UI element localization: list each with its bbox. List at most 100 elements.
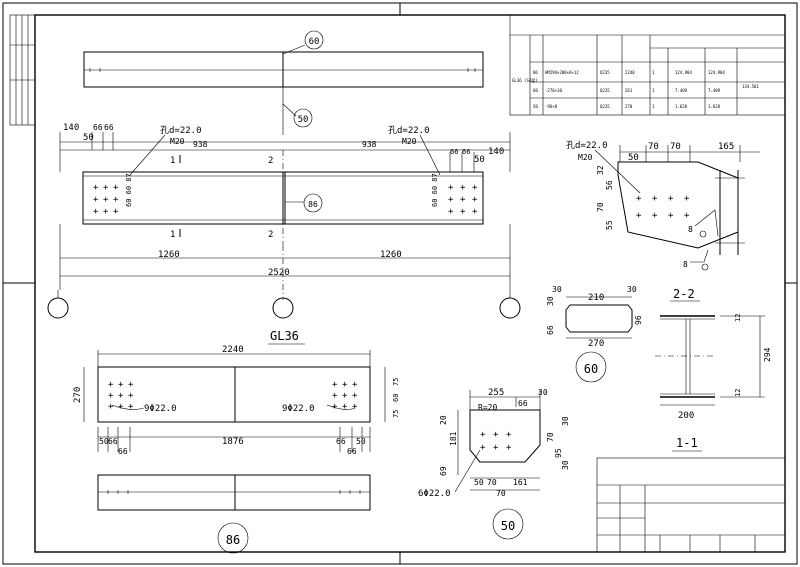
svg-text:+: + xyxy=(636,194,642,204)
svg-text:+: + xyxy=(472,207,478,217)
svg-text:140: 140 xyxy=(488,147,504,157)
svg-text:+: + xyxy=(652,194,658,204)
svg-text:+: + xyxy=(480,443,486,453)
svg-text:+: + xyxy=(108,391,114,401)
svg-text:9Φ22.0: 9Φ22.0 xyxy=(144,404,177,414)
svg-text:2: 2 xyxy=(268,156,273,166)
svg-text:+: + xyxy=(128,402,134,412)
svg-text:+: + xyxy=(352,391,358,401)
svg-text:66: 66 xyxy=(450,148,458,156)
svg-text:+: + xyxy=(472,195,478,205)
top-plan-view: 60 50 xyxy=(83,30,484,135)
svg-text:165: 165 xyxy=(718,142,734,152)
part-tag-60 xyxy=(304,30,324,50)
svg-text:938: 938 xyxy=(193,140,208,149)
svg-text:+: + xyxy=(118,402,124,412)
svg-text:Q235: Q235 xyxy=(600,70,610,75)
svg-text:M20: M20 xyxy=(578,153,593,162)
svg-text:+: + xyxy=(684,211,690,221)
svg-text:+: + xyxy=(472,183,478,193)
svg-text:30: 30 xyxy=(561,460,570,470)
svg-text:255: 255 xyxy=(488,388,504,398)
column-marker xyxy=(272,297,294,319)
svg-text:12: 12 xyxy=(734,314,742,322)
svg-text:+: + xyxy=(636,211,642,221)
svg-text:12: 12 xyxy=(734,389,742,397)
svg-text:1-1: 1-1 xyxy=(676,436,698,450)
svg-text:1: 1 xyxy=(652,104,655,109)
svg-text:R=20: R=20 xyxy=(478,403,497,412)
svg-text:+: + xyxy=(118,391,124,401)
side-connection-detail: 50 70 70 165 32 56 70 55 ++++ ++++ 孔d=22… xyxy=(566,140,760,271)
svg-text:+: + xyxy=(493,443,499,453)
svg-text:32: 32 xyxy=(596,165,605,175)
gl36-plate-view: 2240 270 75 60 75 +++ +++ +++ +++ +++ ++… xyxy=(73,345,400,456)
svg-text:+: + xyxy=(103,195,109,205)
svg-text:70: 70 xyxy=(596,202,605,212)
table-group-label: GL36 (S4梁) xyxy=(512,77,538,83)
svg-text:1: 1 xyxy=(170,156,175,166)
svg-text:1: 1 xyxy=(652,70,655,75)
svg-text:+: + xyxy=(128,380,134,390)
bolt-group-right: +++ +++ +++ xyxy=(448,183,478,217)
svg-text:HM294×200×8×12: HM294×200×8×12 xyxy=(545,70,579,75)
svg-text:270: 270 xyxy=(73,387,83,403)
svg-text:56: 56 xyxy=(605,180,614,190)
part-tag-60 xyxy=(575,351,607,383)
svg-text:270: 270 xyxy=(625,104,633,109)
svg-text:7.409: 7.409 xyxy=(675,88,688,93)
svg-text:30: 30 xyxy=(546,296,555,306)
svg-text:+: + xyxy=(103,207,109,217)
svg-text:+: + xyxy=(668,194,674,204)
part-tag-50 xyxy=(492,508,524,540)
svg-text:60 60 87: 60 60 87 xyxy=(125,173,133,207)
svg-text:50: 50 xyxy=(298,115,309,125)
svg-text:+: + xyxy=(352,402,358,412)
svg-text:+: + xyxy=(128,391,134,401)
svg-text:50: 50 xyxy=(356,437,366,446)
svg-text:9Φ22.0: 9Φ22.0 xyxy=(282,404,315,414)
part-tag-86 xyxy=(217,522,249,554)
svg-text:86: 86 xyxy=(533,70,538,75)
svg-text:Q235: Q235 xyxy=(600,88,610,93)
svg-text:6Φ22.0: 6Φ22.0 xyxy=(418,489,451,499)
svg-text:M20: M20 xyxy=(402,137,417,146)
table-row: 86 HM294×200×8×12 Q235 2240 1 124.904 12… xyxy=(533,70,725,75)
svg-text:1: 1 xyxy=(652,88,655,93)
svg-text:2240: 2240 xyxy=(625,70,635,75)
svg-text:-96×8: -96×8 xyxy=(545,104,558,109)
svg-text:70: 70 xyxy=(546,432,555,442)
material-table: GL36 (S4梁) 86 HM294×200×8×12 Q235 2240 1… xyxy=(509,14,786,116)
svg-text:270: 270 xyxy=(588,339,604,349)
svg-text:+: + xyxy=(342,380,348,390)
svg-text:Q235: Q235 xyxy=(600,104,610,109)
svg-text:95: 95 xyxy=(554,448,563,458)
svg-text:2240: 2240 xyxy=(222,345,244,355)
svg-text:7.409: 7.409 xyxy=(708,88,721,93)
svg-text:55: 55 xyxy=(605,220,614,230)
beam-elevation: 140 50 66 66 938 938 66 66 50 140 1260 1… xyxy=(47,123,521,319)
hole-label: 孔d=22.0 xyxy=(388,125,430,136)
svg-text:1: 1 xyxy=(170,230,175,240)
svg-text:+: + xyxy=(480,430,486,440)
svg-text:+: + xyxy=(460,183,466,193)
svg-text:+: + xyxy=(342,391,348,401)
svg-text:60: 60 xyxy=(533,88,538,93)
svg-text:+: + xyxy=(460,195,466,205)
svg-text:30: 30 xyxy=(627,285,637,294)
svg-text:1.628: 1.628 xyxy=(708,104,721,109)
svg-text:+: + xyxy=(448,195,454,205)
svg-text:+: + xyxy=(493,430,499,440)
beam-title: GL36 xyxy=(270,329,299,343)
svg-text:261: 261 xyxy=(625,88,633,93)
part-tag-86 xyxy=(303,193,323,213)
svg-text:75: 75 xyxy=(392,378,400,386)
bolt-group-left: +++ +++ +++ xyxy=(108,380,134,412)
svg-text:938: 938 xyxy=(362,140,377,149)
svg-text:+: + xyxy=(108,380,114,390)
svg-text:294: 294 xyxy=(763,347,772,362)
svg-text:66: 66 xyxy=(518,399,528,408)
svg-text:+: + xyxy=(332,391,338,401)
